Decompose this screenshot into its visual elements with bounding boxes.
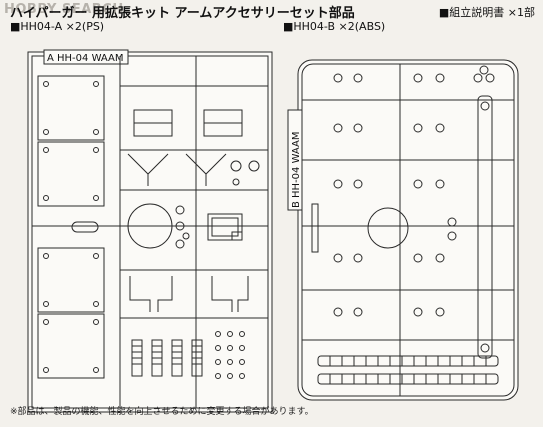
sprue-b-plate-label: B HH-04 WAAM bbox=[291, 131, 302, 208]
sprue-a-plate-label: A HH-04 WAAM bbox=[47, 53, 124, 64]
watermark: HOBBY SEARCH bbox=[4, 2, 124, 17]
manual-count-label: ■組立説明書 ×1部 bbox=[438, 6, 535, 19]
sprue-a-plate: A HH-04 WAAM bbox=[27, 49, 273, 413]
sprue-b-plate bbox=[287, 59, 519, 401]
footnote: ※部品は、製品の機能、性能を向上させるために変更する場合があります。 bbox=[10, 407, 314, 417]
sprue-b-heading: ■HH04-B ×2(ABS) bbox=[283, 20, 386, 33]
page-title: ハイパーガー 用拡張キット アームアクセサリーセット部品 bbox=[10, 6, 355, 21]
sprue-a-heading: ■HH04-A ×2(PS) bbox=[10, 20, 105, 33]
